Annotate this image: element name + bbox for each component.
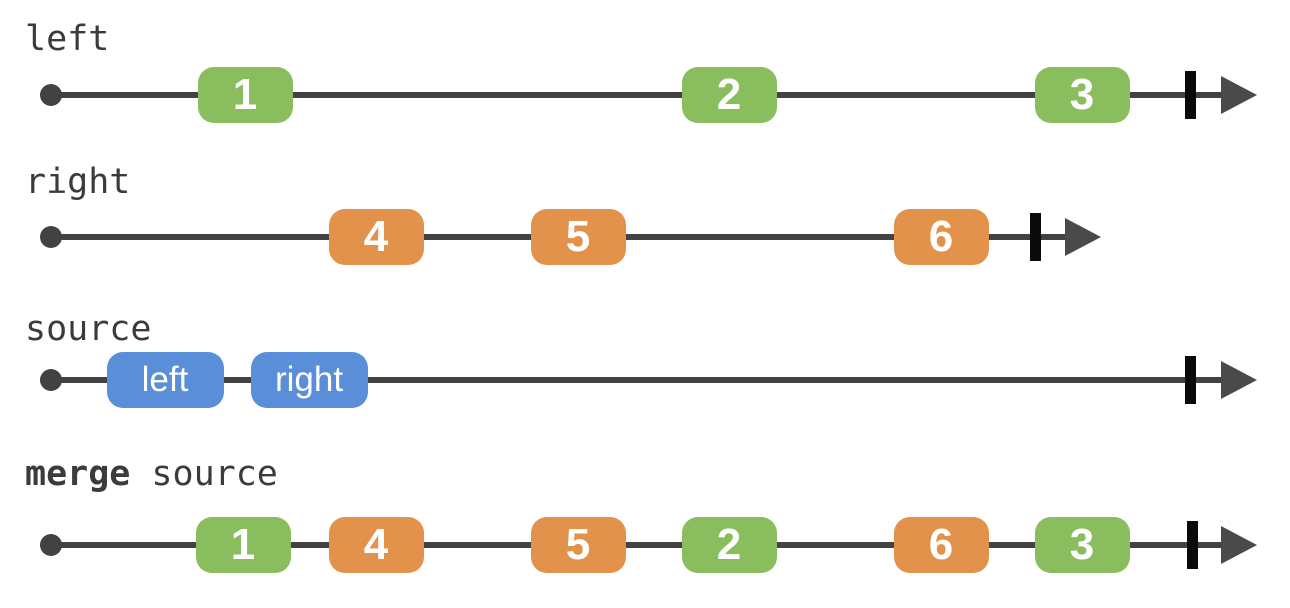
complete-marker-right <box>1030 213 1041 261</box>
arrowhead-icon-left <box>1221 76 1257 114</box>
marble-source-left: left <box>106 352 224 408</box>
marble-merge-source-6: 6 <box>893 517 989 573</box>
timeline-source <box>51 377 1241 383</box>
marble-value: 6 <box>928 212 954 261</box>
marble-source-right: right <box>250 352 368 408</box>
marble-value: 5 <box>565 520 591 569</box>
operator-keyword: merge <box>25 454 131 494</box>
stream-label-text: right <box>25 162 131 202</box>
marble-left-3: 3 <box>1034 67 1130 123</box>
marble-value: 4 <box>363 520 389 569</box>
stream-label-merge-source: merge source <box>25 455 278 493</box>
complete-marker-left <box>1185 71 1196 119</box>
marble-value: 2 <box>716 520 742 569</box>
marble-value: 3 <box>1069 70 1095 119</box>
marble-value: 3 <box>1069 520 1095 569</box>
marble-right-4: 4 <box>328 209 424 265</box>
stream-label-text: source <box>25 309 152 349</box>
start-dot-merge-source <box>40 534 62 556</box>
complete-marker-source <box>1185 356 1196 404</box>
marble-value: 5 <box>565 212 591 261</box>
marble-right-5: 5 <box>530 209 626 265</box>
marble-value: 1 <box>232 70 258 119</box>
marble-merge-source-5: 5 <box>530 517 626 573</box>
timeline-merge-source <box>51 542 1241 548</box>
marble-value: left <box>141 360 189 399</box>
stream-label-right: right <box>25 163 130 201</box>
start-dot-source <box>40 369 62 391</box>
marble-value: 6 <box>928 520 954 569</box>
stream-label-text: source <box>130 454 278 494</box>
arrowhead-icon-right <box>1065 218 1101 256</box>
marble-left-1: 1 <box>197 67 293 123</box>
arrowhead-icon-source <box>1221 361 1257 399</box>
marble-value: 1 <box>230 520 256 569</box>
marble-right-6: 6 <box>893 209 989 265</box>
timeline-left <box>51 92 1241 98</box>
marble-value: 2 <box>716 70 742 119</box>
marble-value: right <box>274 360 344 399</box>
complete-marker-merge-source <box>1187 521 1198 569</box>
marble-merge-source-1: 1 <box>195 517 291 573</box>
marble-left-2: 2 <box>681 67 777 123</box>
start-dot-right <box>40 226 62 248</box>
marble-merge-source-3: 3 <box>1034 517 1130 573</box>
marble-merge-source-4: 4 <box>328 517 424 573</box>
marble-merge-source-2: 2 <box>681 517 777 573</box>
start-dot-left <box>40 84 62 106</box>
arrowhead-icon-merge-source <box>1221 526 1257 564</box>
stream-label-left: left <box>25 20 109 58</box>
stream-label-text: left <box>25 19 110 59</box>
marble-value: 4 <box>363 212 389 261</box>
stream-label-source: source <box>25 310 151 348</box>
